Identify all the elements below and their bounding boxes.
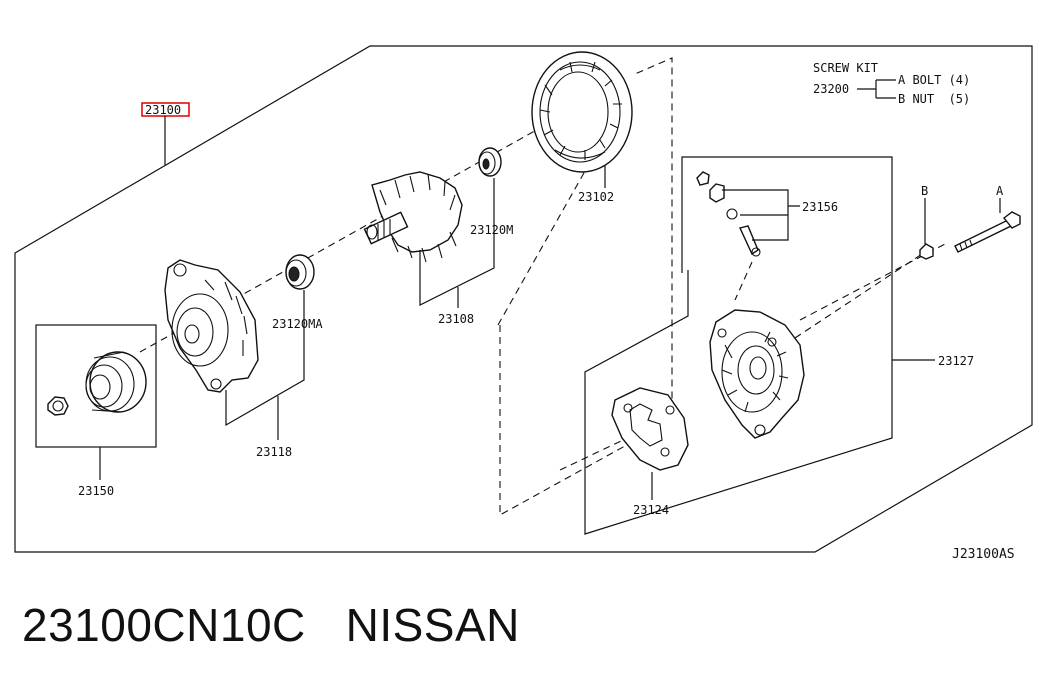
screw-kit-item-a[interactable]: A BOLT (4)	[898, 73, 970, 87]
terminal-parts	[696, 171, 761, 257]
rotor-part	[363, 171, 463, 263]
bracket-23156	[722, 189, 800, 241]
screw-kit-number[interactable]: 23200	[813, 82, 849, 96]
pulley-part	[85, 351, 147, 413]
label-23100[interactable]: 23100	[145, 103, 181, 117]
nut-b-part	[919, 243, 934, 260]
rear-housing-part	[709, 309, 805, 439]
screw-kit-title[interactable]: SCREW KIT	[813, 61, 878, 75]
caption-part-number[interactable]: 23100CN10C	[22, 599, 306, 651]
label-23156[interactable]: 23156	[802, 200, 838, 214]
label-23127[interactable]: 23127	[938, 354, 974, 368]
leader-23156-dash	[734, 261, 753, 301]
front-housing-part	[164, 259, 259, 393]
stator-part	[531, 51, 633, 173]
rear-bearing-part	[478, 147, 502, 177]
caption-brand: NISSAN	[345, 599, 520, 651]
bolt-a-part	[954, 211, 1021, 253]
label-23124[interactable]: 23124	[633, 503, 669, 517]
label-23102[interactable]: 23102	[578, 190, 614, 204]
pulley-nut	[47, 396, 69, 416]
label-23150[interactable]: 23150	[78, 484, 114, 498]
brush-holder-part	[611, 387, 689, 471]
bracket-23118	[225, 290, 305, 427]
front-bearing-part	[285, 254, 315, 290]
bracket-23108	[419, 178, 495, 306]
exploded-parts-diagram: 23100 23150 23118 23120MA	[14, 45, 1033, 562]
label-23118[interactable]: 23118	[256, 445, 292, 459]
pulley-box	[35, 324, 157, 448]
label-23108[interactable]: 23108	[438, 312, 474, 326]
part-caption: 23100CN10C NISSAN	[22, 598, 520, 652]
screw-kit-item-b[interactable]: B NUT (5)	[898, 92, 970, 106]
marker-a: A	[996, 184, 1004, 198]
marker-b: B	[921, 184, 928, 198]
diagram-code: J23100AS	[952, 547, 1015, 562]
axis-dashed-rear	[794, 251, 926, 339]
screw-kit-bracket	[857, 79, 896, 99]
rear-housing-box	[584, 156, 893, 535]
label-23120M[interactable]: 23120M	[470, 223, 513, 237]
assembly-frame	[14, 45, 1033, 553]
label-23120MA[interactable]: 23120MA	[272, 317, 323, 331]
